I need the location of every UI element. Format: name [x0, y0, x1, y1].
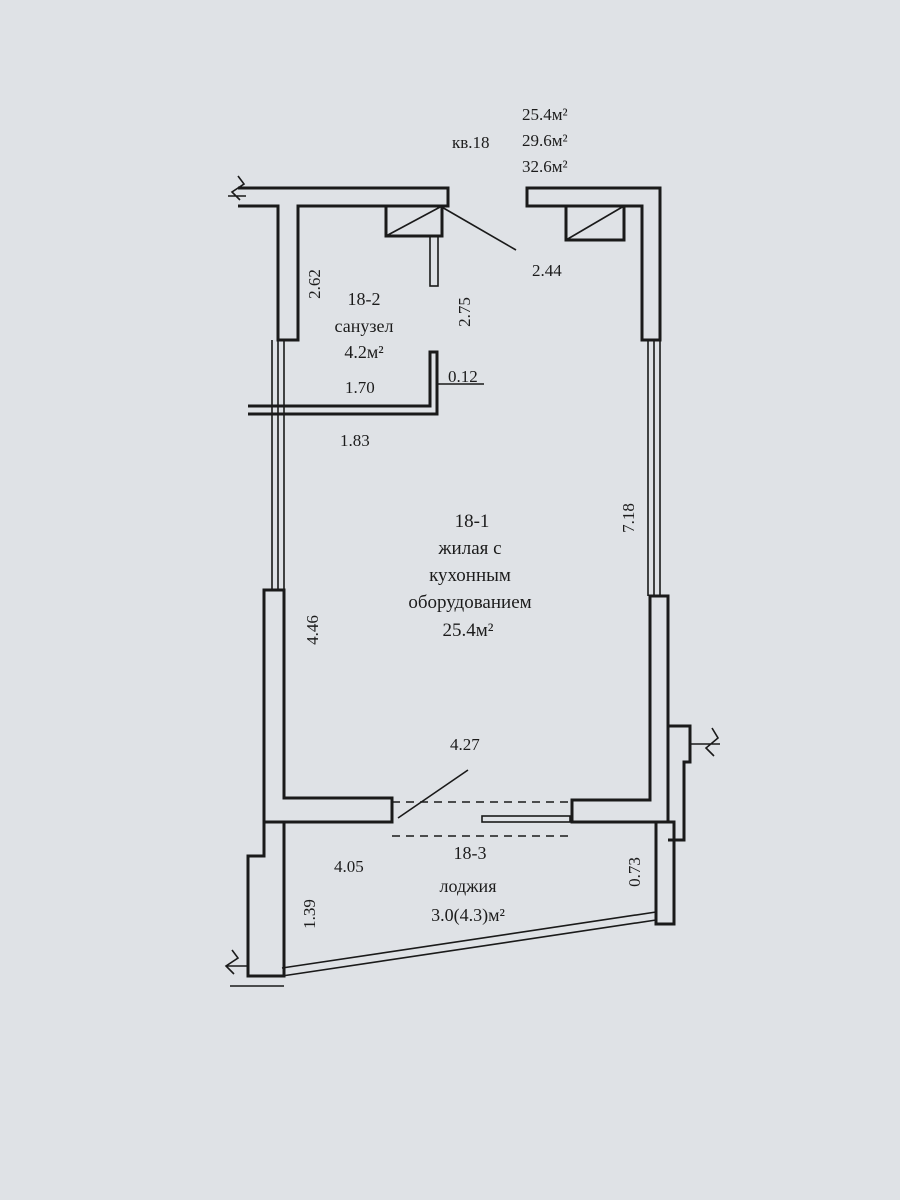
- bathroom-area: 4.2м²: [344, 342, 383, 362]
- leader-4-27: [397, 769, 469, 819]
- dim-room-width: 4.27: [450, 735, 480, 754]
- right-window: [647, 340, 661, 596]
- duct-left: [384, 204, 444, 238]
- bathroom-number: 18-2: [348, 289, 381, 309]
- duct-right: [564, 204, 626, 242]
- right-wall-lower: [570, 594, 670, 824]
- break-mark-top-left: [228, 175, 246, 201]
- break-mark-right: [690, 727, 720, 757]
- living-name-line-2: кухонным: [429, 565, 511, 586]
- left-window-upper: [271, 340, 285, 590]
- dim-right-wall: 7.18: [619, 503, 638, 533]
- loggia-right-wall: [654, 820, 676, 926]
- left-wall-lower: [262, 588, 394, 824]
- top-right-wall: [525, 186, 662, 342]
- door-threshold: [481, 815, 571, 823]
- dim-corridor-width: 1.83: [340, 431, 370, 450]
- loggia-left-wall: [246, 820, 286, 978]
- loggia-glazing: [281, 911, 657, 977]
- living-name-line-3: оборудованием: [408, 592, 531, 613]
- loggia-number: 18-3: [454, 843, 487, 863]
- duct-right-diagonal: [565, 205, 625, 241]
- loggia-name: лоджия: [440, 876, 497, 896]
- dim-loggia-right: 0.73: [625, 857, 644, 887]
- dim-loggia-left: 1.39: [300, 899, 319, 929]
- dim-wall-gap: 0.12: [448, 367, 478, 386]
- area-total-2: 29.6м²: [522, 131, 568, 150]
- labels: кв.18 25.4м² 29.6м² 32.6м² 18-2 санузел …: [300, 105, 644, 929]
- dim-duct-leader: 2.44: [532, 261, 562, 280]
- dim-bath-width: 1.70: [345, 378, 375, 397]
- bathroom-name: санузел: [335, 316, 394, 336]
- living-area: 25.4м²: [443, 620, 494, 641]
- living-name-line-1: жилая с: [437, 538, 501, 559]
- loggia-area: 3.0(4.3)м²: [431, 905, 505, 926]
- area-total-1: 25.4м²: [522, 105, 568, 124]
- area-total-3: 32.6м²: [522, 157, 568, 176]
- duct-left-stem: [429, 235, 439, 287]
- walls: [224, 175, 720, 987]
- leader-2-44: [439, 205, 517, 251]
- bathroom-partition: [248, 350, 439, 416]
- right-wall-step: [668, 724, 692, 842]
- duct-left-diagonal: [385, 205, 443, 237]
- top-left-wall: [238, 186, 450, 342]
- dim-bath-right: 2.75: [455, 297, 474, 327]
- living-number: 18-1: [455, 511, 490, 532]
- apartment-label: кв.18: [452, 133, 490, 152]
- dim-living-left: 4.46: [303, 615, 322, 645]
- dim-loggia-width: 4.05: [334, 857, 364, 876]
- dim-bath-left: 2.62: [305, 269, 324, 299]
- break-mark-bottom-left: [224, 949, 284, 987]
